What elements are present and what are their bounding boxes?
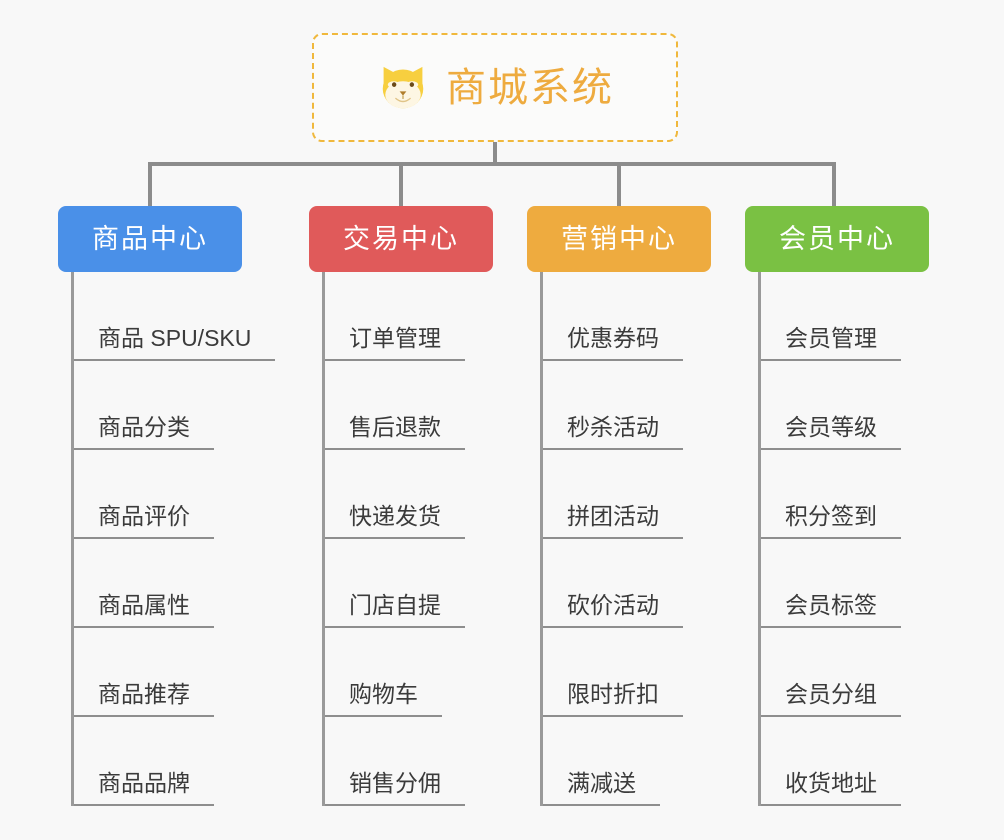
leaf-item[interactable]: 订单管理	[325, 272, 465, 361]
leaf-item[interactable]: 商品品牌	[74, 717, 275, 806]
leaf-item-label: 秒杀活动	[543, 413, 683, 450]
leaf-item-label: 商品属性	[74, 591, 214, 628]
leaf-item[interactable]: 销售分佣	[325, 717, 465, 806]
leaf-item-label: 满减送	[543, 769, 660, 806]
leaf-item[interactable]: 购物车	[325, 628, 465, 717]
connector-drop-marketing-center	[617, 162, 621, 206]
leaf-item-label: 拼团活动	[543, 502, 683, 539]
leaf-item-label: 砍价活动	[543, 591, 683, 628]
leaf-item-label: 会员标签	[761, 591, 901, 628]
leaf-item-label: 商品推荐	[74, 680, 214, 717]
category-box-trade-center[interactable]: 交易中心	[309, 206, 493, 272]
category-box-member-center[interactable]: 会员中心	[745, 206, 929, 272]
leaf-item[interactable]: 门店自提	[325, 539, 465, 628]
leaf-item-label: 快递发货	[325, 502, 465, 539]
leaf-item-label: 商品品牌	[74, 769, 214, 806]
leaf-item-label: 商品评价	[74, 502, 214, 539]
leaf-item[interactable]: 砍价活动	[543, 539, 683, 628]
leaf-item[interactable]: 商品分类	[74, 361, 275, 450]
leaf-item[interactable]: 商品评价	[74, 450, 275, 539]
leaf-item-label: 优惠券码	[543, 324, 683, 361]
leaf-item[interactable]: 商品 SPU/SKU	[74, 272, 276, 361]
leaf-item-label: 订单管理	[325, 324, 465, 361]
category-box-marketing-center[interactable]: 营销中心	[527, 206, 711, 272]
category-label-trade-center: 交易中心	[343, 223, 459, 254]
leaf-column-product-center: 商品 SPU/SKU 商品分类商品评价商品属性商品推荐商品品牌	[71, 272, 276, 806]
leaf-item[interactable]: 限时折扣	[543, 628, 683, 717]
leaf-item[interactable]: 优惠券码	[543, 272, 683, 361]
leaf-item[interactable]: 快递发货	[325, 450, 465, 539]
leaf-item[interactable]: 商品推荐	[74, 628, 275, 717]
leaf-item[interactable]: 积分签到	[761, 450, 901, 539]
leaf-column-member-center: 会员管理会员等级积分签到会员标签会员分组收货地址	[758, 272, 901, 806]
leaf-item-label: 会员分组	[761, 680, 901, 717]
leaf-item-label: 限时折扣	[543, 680, 683, 717]
leaf-column-trade-center: 订单管理售后退款快递发货门店自提购物车销售分佣	[322, 272, 465, 806]
category-box-product-center[interactable]: 商品中心	[58, 206, 242, 272]
root-node-mall-system[interactable]: 商城系统	[312, 33, 678, 142]
connector-drop-trade-center	[399, 162, 403, 206]
leaf-item-label: 会员等级	[761, 413, 901, 450]
category-label-member-center: 会员中心	[779, 223, 895, 254]
connector-horizontal-bus	[148, 162, 836, 166]
category-label-marketing-center: 营销中心	[561, 223, 677, 254]
leaf-item-label: 门店自提	[325, 591, 465, 628]
leaf-item-label: 购物车	[325, 680, 442, 717]
leaf-column-marketing-center: 优惠券码秒杀活动拼团活动砍价活动限时折扣满减送	[540, 272, 683, 806]
leaf-item-label: 商品分类	[74, 413, 214, 450]
leaf-item[interactable]: 拼团活动	[543, 450, 683, 539]
category-label-product-center: 商品中心	[92, 223, 208, 254]
leaf-item[interactable]: 商品属性	[74, 539, 275, 628]
leaf-item[interactable]: 会员等级	[761, 361, 901, 450]
leaf-item-label: 商品 SPU/SKU	[74, 324, 276, 361]
leaf-item-label: 售后退款	[325, 413, 465, 450]
leaf-item-label: 收货地址	[761, 769, 901, 806]
leaf-item[interactable]: 会员管理	[761, 272, 901, 361]
leaf-item[interactable]: 收货地址	[761, 717, 901, 806]
leaf-item[interactable]: 会员分组	[761, 628, 901, 717]
connector-drop-member-center	[832, 162, 836, 206]
leaf-item-label: 会员管理	[761, 324, 901, 361]
root-node-label: 商城系统	[446, 65, 614, 110]
connector-root-stem	[493, 142, 497, 164]
leaf-item[interactable]: 会员标签	[761, 539, 901, 628]
connector-drop-product-center	[148, 162, 152, 206]
leaf-item[interactable]: 售后退款	[325, 361, 465, 450]
leaf-item[interactable]: 满减送	[543, 717, 683, 806]
leaf-item-label: 积分签到	[761, 502, 901, 539]
leaf-item[interactable]: 秒杀活动	[543, 361, 683, 450]
leaf-item-label: 销售分佣	[325, 769, 465, 806]
shiba-dog-face-icon	[382, 66, 424, 108]
